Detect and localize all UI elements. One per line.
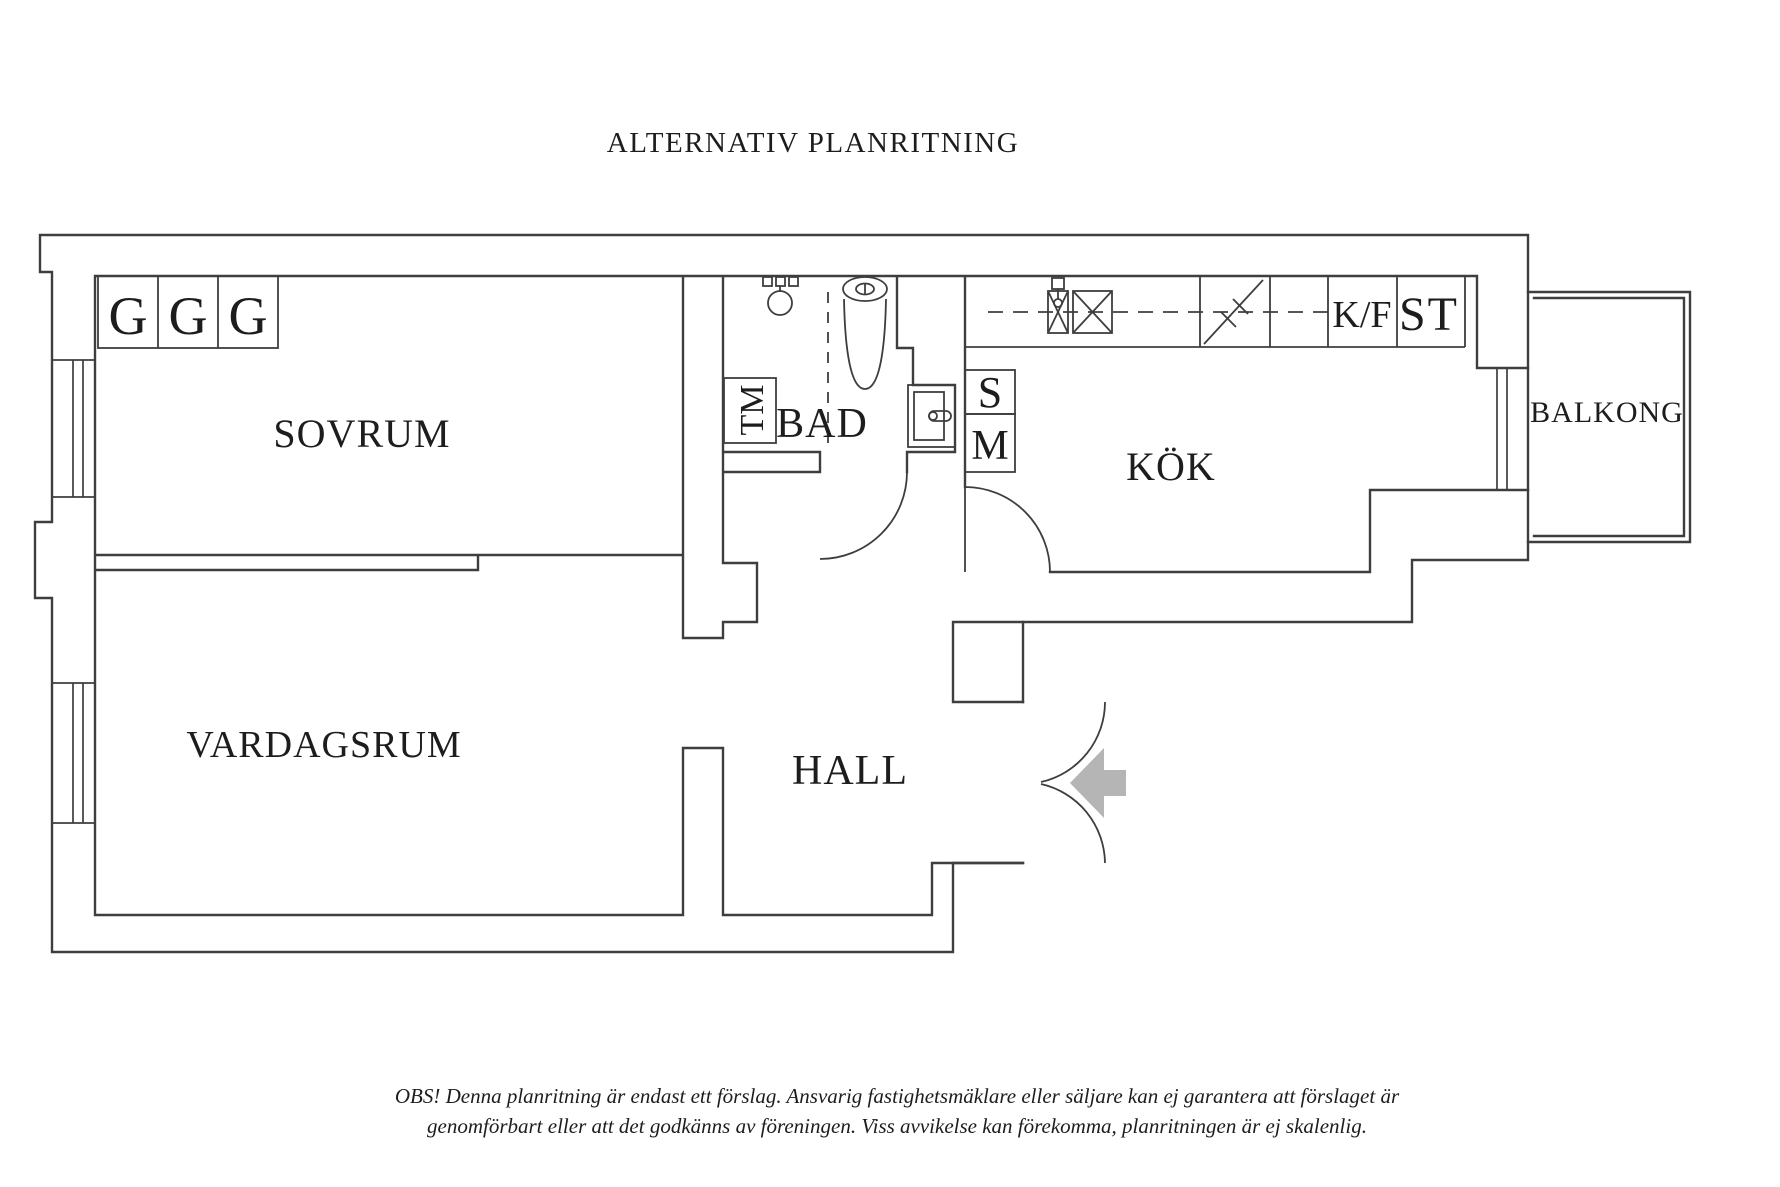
page-title: ALTERNATIV PLANRITNING	[607, 127, 1019, 159]
outer-wall	[33, 233, 1530, 954]
bathroom-sink-icon	[907, 384, 956, 448]
room-label-bathroom: BAD	[776, 401, 868, 447]
kitchen-sink-icon	[1047, 277, 1113, 334]
livingroom-window-icon	[52, 682, 95, 824]
cabinet-m-label: M	[971, 423, 1008, 469]
room-label-hall: HALL	[792, 748, 908, 794]
cabinet-s-label: S	[978, 368, 1002, 417]
washing-machine-box	[723, 377, 777, 444]
wardrobe-label-2: G	[169, 286, 208, 346]
stove-icon	[1203, 279, 1264, 345]
balcony-outline	[1526, 290, 1692, 544]
fridge-freezer-label: K/F	[1332, 294, 1391, 336]
cabinet-m-box	[964, 413, 1016, 473]
washing-machine-label: TM	[734, 385, 771, 436]
inner-wall-lines	[93, 274, 1530, 917]
toilet-icon	[842, 276, 888, 390]
tall-cabinet-label: ST	[1399, 288, 1459, 341]
entry-arrow-icon	[1070, 748, 1126, 818]
room-label-balcony: BALKONG	[1530, 396, 1684, 429]
wardrobe-boxes-icon	[97, 275, 279, 349]
wardrobe-label-1: G	[109, 286, 148, 346]
bedroom-window-icon	[52, 359, 95, 498]
entry-door-arcs-icon	[1040, 701, 1106, 864]
wardrobe-label-3: G	[229, 286, 268, 346]
disclaimer-line-2: genomförbart eller att det godkänns av f…	[427, 1114, 1367, 1138]
bathroom-door-arc-icon	[819, 471, 908, 560]
labels: ALTERNATIV PLANRITNING SOVRUM BAD KÖK HA…	[109, 127, 1684, 1138]
room-label-bedroom: SOVRUM	[273, 411, 450, 456]
balcony-door-icon	[1496, 368, 1508, 490]
disclaimer-line-1: OBS! Denna planritning är endast ett för…	[395, 1084, 1400, 1108]
room-label-kitchen: KÖK	[1126, 444, 1216, 489]
windows	[52, 359, 1508, 824]
walls	[33, 233, 1692, 954]
fixtures	[97, 275, 1466, 864]
shower-icon	[762, 276, 799, 316]
room-label-living-room: VARDAGSRUM	[186, 724, 461, 766]
kitchen-door-arc-icon	[964, 486, 1051, 573]
